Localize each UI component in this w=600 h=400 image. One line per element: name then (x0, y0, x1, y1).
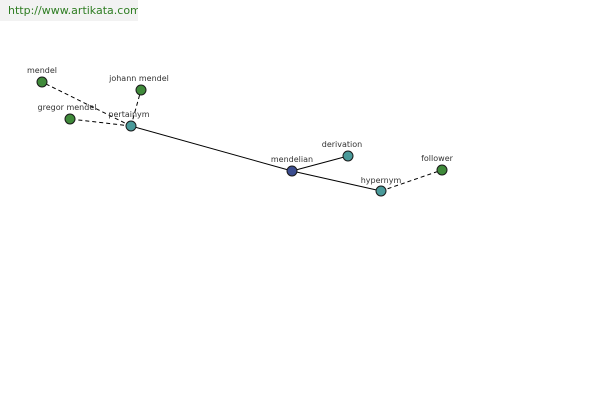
node-label-gregor_mendel: gregor mendel (38, 103, 97, 112)
node-mendelian[interactable] (286, 165, 298, 177)
node-derivation[interactable] (342, 150, 354, 162)
node-label-pertainym: pertainym (108, 110, 149, 119)
node-follower[interactable] (436, 164, 448, 176)
node-gregor_mendel[interactable] (64, 113, 76, 125)
node-label-mendel: mendel (27, 66, 57, 75)
node-label-hypernym: hypernym (361, 176, 402, 185)
site-url-text[interactable]: http://www.artikata.com (8, 4, 138, 17)
graph-edges (41, 81, 443, 192)
node-pertainym[interactable] (125, 120, 137, 132)
node-johann_mendel[interactable] (135, 84, 147, 96)
node-label-follower: follower (421, 154, 454, 163)
edge-mendelian-pertainym (130, 125, 293, 172)
node-hypernym[interactable] (375, 185, 387, 197)
edge-mendelian-derivation (291, 155, 349, 172)
edge-hypernym-follower (380, 169, 443, 192)
node-label-mendelian: mendelian (271, 155, 313, 164)
graph-nodes (36, 76, 448, 197)
edge-pertainym-gregor_mendel (69, 118, 132, 127)
graph-labels: mendelian pertainym derivation hypernym mend… (27, 66, 454, 185)
edge-pertainym-mendel (41, 81, 132, 127)
node-label-derivation: derivation (322, 140, 362, 149)
edge-mendelian-hypernym (291, 170, 382, 192)
edge-pertainym-johann_mendel (130, 89, 142, 127)
site-url-banner[interactable]: http://www.artikata.com (0, 0, 138, 21)
node-label-johann_mendel: johann mendel (108, 74, 169, 83)
node-mendel[interactable] (36, 76, 48, 88)
